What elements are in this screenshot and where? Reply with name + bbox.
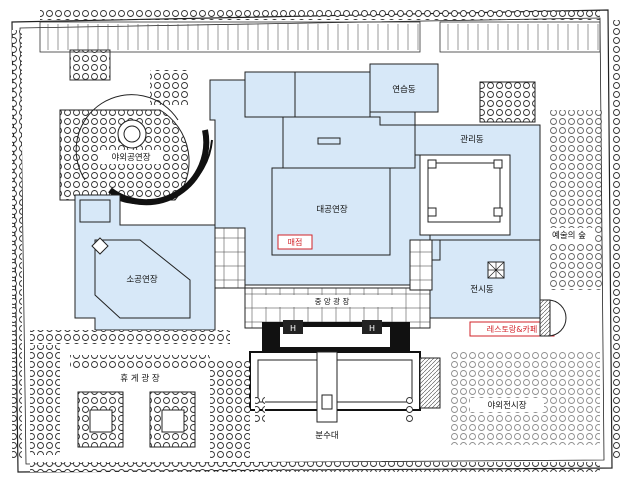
ticket-office-marker <box>277 234 313 250</box>
outdoor-stage: 야외공연장 <box>59 94 213 206</box>
art-forest: 예술의 숲 <box>479 81 603 290</box>
rehearsal-building <box>369 63 439 113</box>
ticket-office-label: 매점 <box>288 237 303 247</box>
main-theater-complex: 연습동 대공연장 매점 관리동 전시동 레스토랑&카페 <box>209 63 567 337</box>
rest-plaza-label: 휴 게 광 장 <box>120 373 160 384</box>
outdoor-stage-label: 야외공연장 <box>111 152 150 163</box>
entrance-right-mark: H <box>369 324 375 333</box>
small-theater: 소공연장 <box>74 194 216 331</box>
central-plaza: 중 앙 광 장 H H <box>214 227 433 352</box>
lower-left-trees <box>30 330 250 460</box>
upper-left-grove <box>69 49 190 105</box>
entrance-left-mark: H <box>290 324 296 333</box>
admin-label: 관리동 <box>460 134 484 145</box>
small-theater-label: 소공연장 <box>126 274 157 285</box>
exhibition-label: 전시동 <box>470 284 494 295</box>
restaurant-label: 레스토랑&카페 <box>487 324 537 334</box>
main-theater-label: 대공연장 <box>316 204 347 215</box>
parking-area <box>39 21 601 53</box>
fountain-axis: 분수대 <box>249 351 441 441</box>
central-plaza-label: 중 앙 광 장 <box>315 296 350 306</box>
rest-plaza: 휴 게 광 장 <box>70 355 210 448</box>
outdoor-exhibition-label: 야외전시장 <box>487 400 526 411</box>
rehearsal-label: 연습동 <box>392 85 416 95</box>
art-forest-label: 예술의 숲 <box>552 230 586 241</box>
fountain-label: 분수대 <box>315 431 338 441</box>
outdoor-exhibition: 야외전시장 <box>450 350 600 445</box>
